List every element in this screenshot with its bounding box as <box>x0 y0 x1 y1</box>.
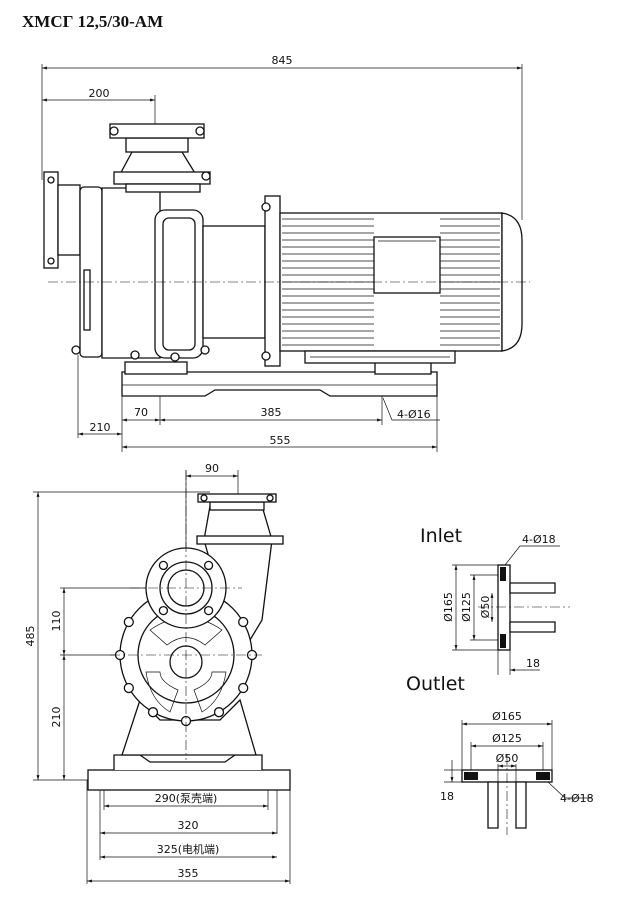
dim-inlet-offset: 200 <box>89 87 110 100</box>
side-view: 845 200 70 385 210 555 4-Ø16 <box>41 54 530 452</box>
dim-bolt-spacing: 385 <box>261 406 282 419</box>
bolt-holes-label: 4-Ø16 <box>397 408 431 421</box>
bolt-hole <box>203 560 214 571</box>
bolt-hole <box>158 605 169 616</box>
dim-foot-inner: 320 <box>178 819 199 832</box>
outlet-thickness: 18 <box>440 790 454 803</box>
dim-foot-motor: 325(电机端) <box>157 842 220 856</box>
dim-outlet-offset: 90 <box>205 462 219 475</box>
bolt-hole <box>213 707 225 718</box>
end-outlet-flange <box>197 493 277 503</box>
dim-foot-outer: 355 <box>178 867 199 880</box>
outlet-detail: Outlet Ø165 Ø125 Ø50 18 4-Ø18 <box>406 673 594 835</box>
dim-total-height: 485 <box>24 626 37 647</box>
inlet-thickness: 18 <box>526 657 540 670</box>
inlet-d-bolt-circle: Ø125 <box>460 592 473 622</box>
bolt-hole <box>123 682 134 694</box>
outlet-label: Outlet <box>406 673 465 695</box>
inlet-detail: Inlet Ø165 Ø125 Ø50 18 4-Ø18 <box>420 525 570 675</box>
bolt-hole <box>203 605 214 616</box>
end-base <box>87 769 291 791</box>
outlet-d-bore: Ø50 <box>496 752 519 765</box>
end-view: 90 485 110 210 290(泵壳端) 320 325(电机端) 355 <box>24 462 291 884</box>
outlet-flange <box>109 123 205 139</box>
dim-bolt-offset: 70 <box>134 406 148 419</box>
dim-base-offset: 210 <box>90 421 111 434</box>
inlet-bolt-holes: 4-Ø18 <box>522 533 556 546</box>
inlet-d-outer: Ø165 <box>442 592 455 622</box>
dim-foot-pump: 290(泵壳端) <box>155 791 218 805</box>
bolt-hole <box>158 560 169 571</box>
outlet-d-outer: Ø165 <box>492 710 522 723</box>
bolt-hole <box>123 616 134 628</box>
inlet-bolts <box>158 560 214 616</box>
inlet-d-bore: Ø50 <box>479 596 492 619</box>
bolt-hole <box>147 707 159 718</box>
dim-base-length: 555 <box>270 434 291 447</box>
inlet-flange <box>43 171 59 269</box>
bolt-leader <box>382 397 440 421</box>
bolt-hole <box>238 616 249 628</box>
pump-casing <box>79 186 103 358</box>
drawing-title: ХМСГ 12,5/30-АМ <box>22 12 164 31</box>
outlet-bolt-holes: 4-Ø18 <box>560 792 594 805</box>
base-frame <box>121 371 438 397</box>
motor-flange <box>264 195 281 367</box>
dim-overall-length: 845 <box>272 54 293 67</box>
bolt-hole <box>238 682 249 694</box>
dim-inlet-center: 110 <box>50 611 63 632</box>
inlet-label: Inlet <box>420 525 462 547</box>
outlet-d-bolt-circle: Ø125 <box>492 732 522 745</box>
terminal-box <box>373 236 441 294</box>
inlet-flange-section <box>497 564 511 651</box>
dim-shaft-height: 210 <box>50 707 63 728</box>
